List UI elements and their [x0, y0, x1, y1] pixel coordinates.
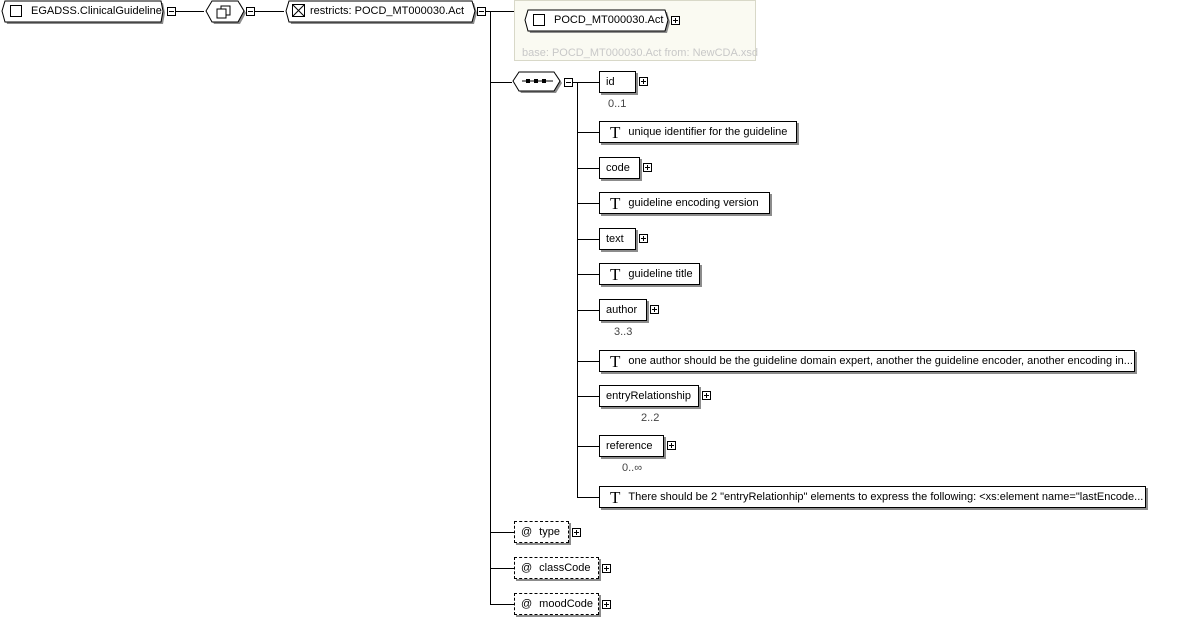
attribute-icon: @: [521, 598, 533, 610]
connector-choice-restriction: [254, 11, 284, 12]
trunk-sequence: [577, 82, 578, 497]
branch-code: [577, 168, 599, 169]
element-reference[interactable]: reference: [599, 435, 664, 457]
attribute-classcode[interactable]: @ classCode: [514, 557, 599, 579]
branch-doc-3: [577, 274, 599, 275]
restriction-element[interactable]: restricts: POCD_MT000030.Act: [284, 0, 477, 24]
element-entryrelationship-multiplicity: 2..2: [641, 412, 660, 424]
text-annotation-icon: T: [610, 122, 621, 142]
doc-node-5-text: There should be 2 "entryRelationhip" ele…: [628, 491, 1144, 503]
choice-collapse-icon[interactable]: [246, 7, 255, 16]
base-type-icon: [533, 14, 545, 26]
doc-node-4[interactable]: T one author should be the guideline dom…: [599, 350, 1135, 372]
connector-attr-type: [490, 532, 514, 533]
attribute-moodcode-expand-icon[interactable]: [602, 600, 611, 609]
connector-base: [490, 11, 514, 12]
element-code-label: code: [606, 162, 630, 174]
element-text-label: text: [606, 233, 624, 245]
doc-node-4-text: one author should be the guideline domai…: [628, 355, 1133, 367]
restriction-label: restricts: POCD_MT000030.Act: [310, 5, 465, 17]
element-entryrelationship-expand-icon[interactable]: [702, 391, 711, 400]
attribute-classcode-expand-icon[interactable]: [602, 564, 611, 573]
attribute-moodcode[interactable]: @ moodCode: [514, 593, 599, 615]
element-icon: [10, 5, 22, 17]
base-type-shape: [524, 9, 670, 33]
element-id-label: id: [606, 76, 615, 88]
connector-sequence: [490, 82, 512, 83]
base-type-info: base: POCD_MT000030.Act from: NewCDA.xsd: [522, 47, 758, 59]
doc-node-2[interactable]: T guideline encoding version: [599, 192, 770, 214]
text-annotation-icon: T: [610, 264, 621, 284]
element-code[interactable]: code: [599, 157, 640, 179]
attribute-moodcode-label: moodCode: [539, 598, 593, 610]
branch-reference: [577, 446, 599, 447]
choice-compositor[interactable]: [204, 0, 246, 24]
restriction-icon: [292, 4, 305, 17]
branch-doc-1: [577, 132, 599, 133]
element-id-expand-icon[interactable]: [639, 77, 648, 86]
element-reference-multiplicity: 0..∞: [622, 462, 643, 474]
restriction-collapse-icon[interactable]: [477, 7, 486, 16]
branch-text: [577, 239, 599, 240]
element-author-multiplicity: 3..3: [614, 326, 633, 338]
doc-node-3[interactable]: T guideline title: [599, 263, 700, 285]
connector-seq-trunk: [572, 82, 577, 83]
sequence-collapse-icon[interactable]: [564, 78, 573, 87]
element-reference-label: reference: [606, 440, 653, 452]
element-text[interactable]: text: [599, 228, 636, 250]
attribute-icon: @: [521, 562, 533, 574]
doc-node-1-text: unique identifier for the guideline: [628, 126, 788, 138]
branch-id: [577, 82, 599, 83]
element-code-expand-icon[interactable]: [643, 163, 652, 172]
text-annotation-icon: T: [610, 193, 621, 213]
connector-attr-classcode: [490, 568, 514, 569]
branch-doc-2: [577, 203, 599, 204]
text-annotation-icon: T: [610, 351, 621, 371]
attribute-type-label: type: [539, 526, 560, 538]
base-type-expand-icon[interactable]: [671, 16, 680, 25]
element-id[interactable]: id: [599, 71, 636, 93]
doc-node-2-text: guideline encoding version: [628, 197, 759, 209]
element-author-expand-icon[interactable]: [650, 305, 659, 314]
attribute-classcode-label: classCode: [539, 562, 591, 574]
choice-compositor-shape: [205, 0, 246, 24]
element-text-expand-icon[interactable]: [639, 234, 648, 243]
base-type-element[interactable]: POCD_MT000030.Act: [523, 9, 670, 33]
connector-attr-moodcode: [490, 604, 514, 605]
sequence-compositor-shape: [512, 71, 562, 93]
element-entryrelationship[interactable]: entryRelationship: [599, 385, 699, 407]
restriction-shape: [285, 0, 477, 24]
element-entryrelationship-label: entryRelationship: [606, 390, 691, 402]
trunk-main: [490, 11, 491, 604]
doc-node-3-text: guideline title: [628, 268, 693, 280]
root-collapse-icon[interactable]: [167, 7, 176, 16]
sequence-compositor[interactable]: [512, 71, 562, 94]
connector-root-choice: [176, 11, 204, 12]
connector-restriction-trunk: [485, 11, 490, 12]
branch-doc-4: [577, 361, 599, 362]
attribute-icon: @: [521, 526, 533, 538]
element-author[interactable]: author: [599, 299, 647, 321]
element-author-label: author: [606, 304, 638, 316]
doc-node-5[interactable]: T There should be 2 "entryRelationhip" e…: [599, 486, 1146, 508]
branch-entryrelationship: [577, 396, 599, 397]
root-element[interactable]: EGADSS.ClinicalGuideline: [0, 0, 165, 24]
branch-author: [577, 310, 599, 311]
attribute-type[interactable]: @ type: [514, 521, 569, 543]
attribute-type-expand-icon[interactable]: [572, 528, 581, 537]
doc-node-1[interactable]: T unique identifier for the guideline: [599, 121, 797, 143]
root-element-label: EGADSS.ClinicalGuideline: [31, 5, 162, 17]
base-type-label: POCD_MT000030.Act: [554, 14, 664, 26]
branch-doc-5: [577, 497, 599, 498]
element-reference-expand-icon[interactable]: [667, 441, 676, 450]
root-element-shape: [1, 0, 165, 24]
text-annotation-icon: T: [610, 487, 621, 507]
element-id-multiplicity: 0..1: [608, 98, 627, 110]
